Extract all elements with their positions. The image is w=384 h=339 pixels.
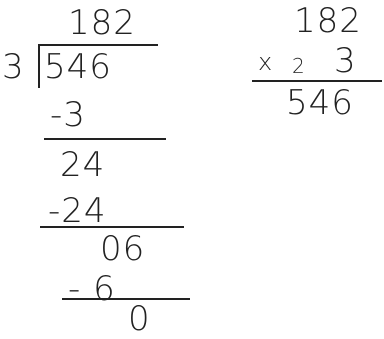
division-divisor: 3 xyxy=(2,47,25,87)
multiplication-carry: 2 xyxy=(292,54,305,78)
multiplication-product: 546 xyxy=(286,83,354,123)
division-step1-result: 24 xyxy=(60,145,106,185)
division-step2-result: 06 xyxy=(100,229,146,269)
division-bracket-top xyxy=(38,44,158,46)
division-step3-subtract: - 6 xyxy=(68,269,116,309)
multiplication-rule xyxy=(252,80,382,82)
division-step3-result: 0 xyxy=(128,299,151,339)
division-step2-rule xyxy=(40,226,184,228)
division-step3-rule xyxy=(62,298,190,300)
division-bracket-side xyxy=(38,44,40,88)
division-step2-subtract: -24 xyxy=(48,191,107,231)
multiplication-multiplicand: 182 xyxy=(294,1,362,41)
division-dividend: 546 xyxy=(44,47,112,87)
multiplication-operator: x xyxy=(258,48,273,76)
division-quotient: 182 xyxy=(68,3,136,43)
multiplication-multiplier: 3 xyxy=(334,41,357,81)
division-step1-subtract: -3 xyxy=(50,95,86,135)
division-step1-rule xyxy=(44,138,166,140)
